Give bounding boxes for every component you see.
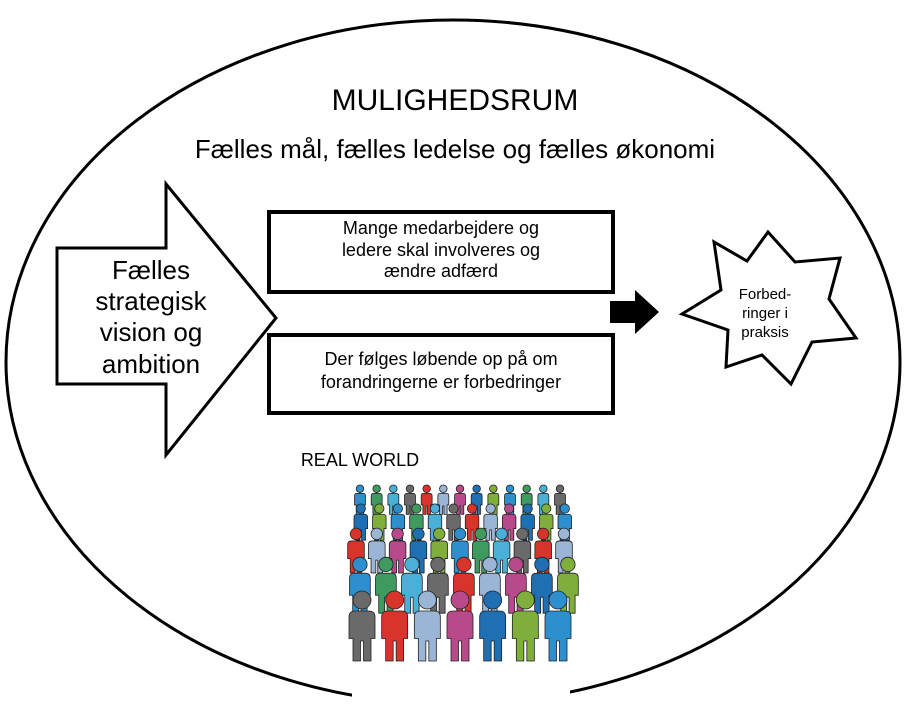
subtitle: Fælles mål, fælles ledelse og fælles øko… xyxy=(194,134,716,164)
person-figure xyxy=(420,484,433,515)
box-follow-up-label: Der følges løbende op på om forandringer… xyxy=(272,348,610,393)
arrow-line: strategisk xyxy=(95,286,207,317)
crowd-of-people-icon xyxy=(347,484,579,662)
person-figure xyxy=(348,590,376,662)
page-title: MULIGHEDSRUM xyxy=(331,84,579,117)
box-line: ledere skal involveres og xyxy=(341,239,541,260)
person-figure xyxy=(446,590,474,662)
person-figure xyxy=(531,556,553,614)
person-figure xyxy=(544,590,572,662)
real-world-label: REAL WORLD xyxy=(300,450,420,470)
arrow-label: Fælles strategisk vision og ambition xyxy=(56,255,246,380)
improvements-star xyxy=(678,229,859,387)
box-follow-up xyxy=(267,333,615,415)
arrow-line: Fælles xyxy=(111,255,190,285)
ellipse-bottom-gap xyxy=(352,690,570,707)
person-figure xyxy=(483,503,498,541)
box-involvement-label: Mange medarbejdere og ledere skal involv… xyxy=(272,218,610,283)
star-label: Forbed- ringer i praksis xyxy=(700,286,830,342)
person-figure xyxy=(401,556,423,614)
box-line: Der følges løbende op på om xyxy=(324,349,558,369)
person-figure xyxy=(368,527,386,574)
box-involvement xyxy=(267,210,615,294)
person-figure xyxy=(413,590,441,662)
star-line: praksis xyxy=(741,323,789,341)
arrow-line: vision og xyxy=(99,317,203,348)
star-line: ringer i xyxy=(742,304,788,322)
box-line: forandringerne er forbedringer xyxy=(320,371,562,392)
person-figure xyxy=(479,590,507,662)
box-line: ændre adfærd xyxy=(383,261,499,282)
person-figure xyxy=(437,484,450,515)
right-arrow-icon xyxy=(610,290,659,334)
person-figure xyxy=(511,590,539,662)
arrow-line: ambition xyxy=(101,348,201,379)
box-line: Mange medarbejdere og xyxy=(342,218,540,238)
person-figure xyxy=(381,590,409,662)
vision-block-arrow xyxy=(55,179,278,460)
star-line: Forbed- xyxy=(738,286,792,303)
